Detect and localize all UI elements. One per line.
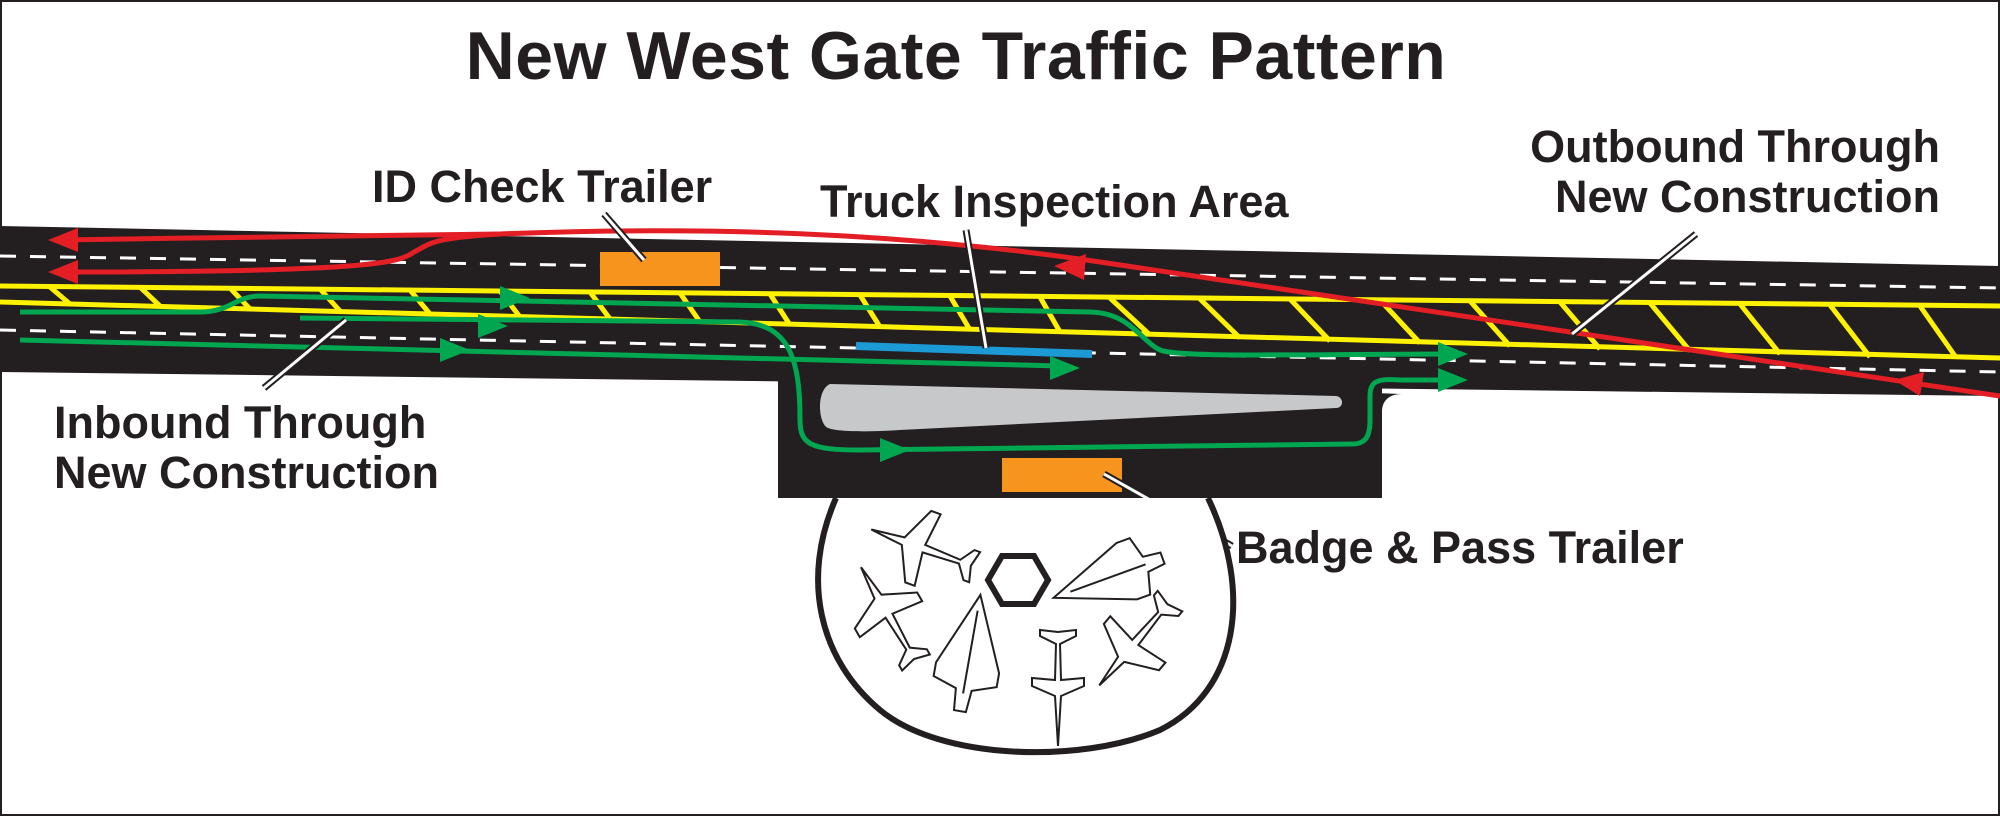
outbound-label-line1: Outbound Through bbox=[1530, 121, 1940, 172]
truck-inspection-area-label: Truck Inspection Area bbox=[820, 176, 1289, 227]
delta-wing-jet-icon bbox=[1050, 536, 1166, 601]
truck-inspection-lane bbox=[855, 342, 1093, 358]
arrow-inbound-4 bbox=[1050, 356, 1080, 380]
outbound-label: Outbound Through New Construction bbox=[1440, 121, 1940, 223]
arrow-inbound-7 bbox=[880, 438, 910, 462]
hexagon-icon bbox=[984, 553, 1052, 607]
badge-pass-trailer bbox=[1002, 458, 1122, 492]
arrow-inbound-1 bbox=[440, 338, 470, 362]
outbound-arrowheads bbox=[48, 228, 1924, 396]
arrow-inbound-5 bbox=[1438, 342, 1468, 366]
inbound-route bbox=[19, 293, 1461, 453]
aircraft-group bbox=[853, 509, 1184, 747]
inbound-label-line1: Inbound Through bbox=[54, 397, 427, 448]
page-title: New West Gate Traffic Pattern bbox=[465, 18, 1447, 94]
arrow-outbound-4 bbox=[1894, 372, 1924, 396]
outbound-route bbox=[59, 228, 2000, 399]
aircraft-display-area bbox=[815, 496, 1237, 756]
center-island bbox=[820, 384, 1342, 432]
inbound-label: Inbound Through New Construction bbox=[54, 397, 440, 499]
fighter-jet-icon bbox=[870, 509, 982, 588]
outbound-label-line2: New Construction bbox=[1554, 171, 1940, 223]
starfighter-jet-icon bbox=[1031, 628, 1085, 747]
fighter-jet-icon bbox=[1098, 589, 1184, 687]
delta-wing-jet-icon bbox=[932, 592, 1001, 714]
arrow-outbound-2 bbox=[48, 260, 78, 284]
arrow-outbound-1 bbox=[48, 228, 78, 252]
inbound-arrowheads bbox=[440, 286, 1468, 462]
id-check-trailer bbox=[600, 252, 720, 286]
arrow-inbound-2 bbox=[500, 286, 530, 310]
badge-pass-trailer-label: Badge & Pass Trailer bbox=[1236, 522, 1684, 573]
inbound-label-line2: New Construction bbox=[54, 447, 440, 499]
fighter-jet-icon bbox=[853, 566, 932, 673]
arrow-inbound-3 bbox=[478, 314, 508, 338]
arrow-outbound-3 bbox=[1054, 254, 1086, 280]
arrow-inbound-6 bbox=[1438, 368, 1468, 392]
id-check-trailer-label: ID Check Trailer bbox=[372, 161, 713, 212]
